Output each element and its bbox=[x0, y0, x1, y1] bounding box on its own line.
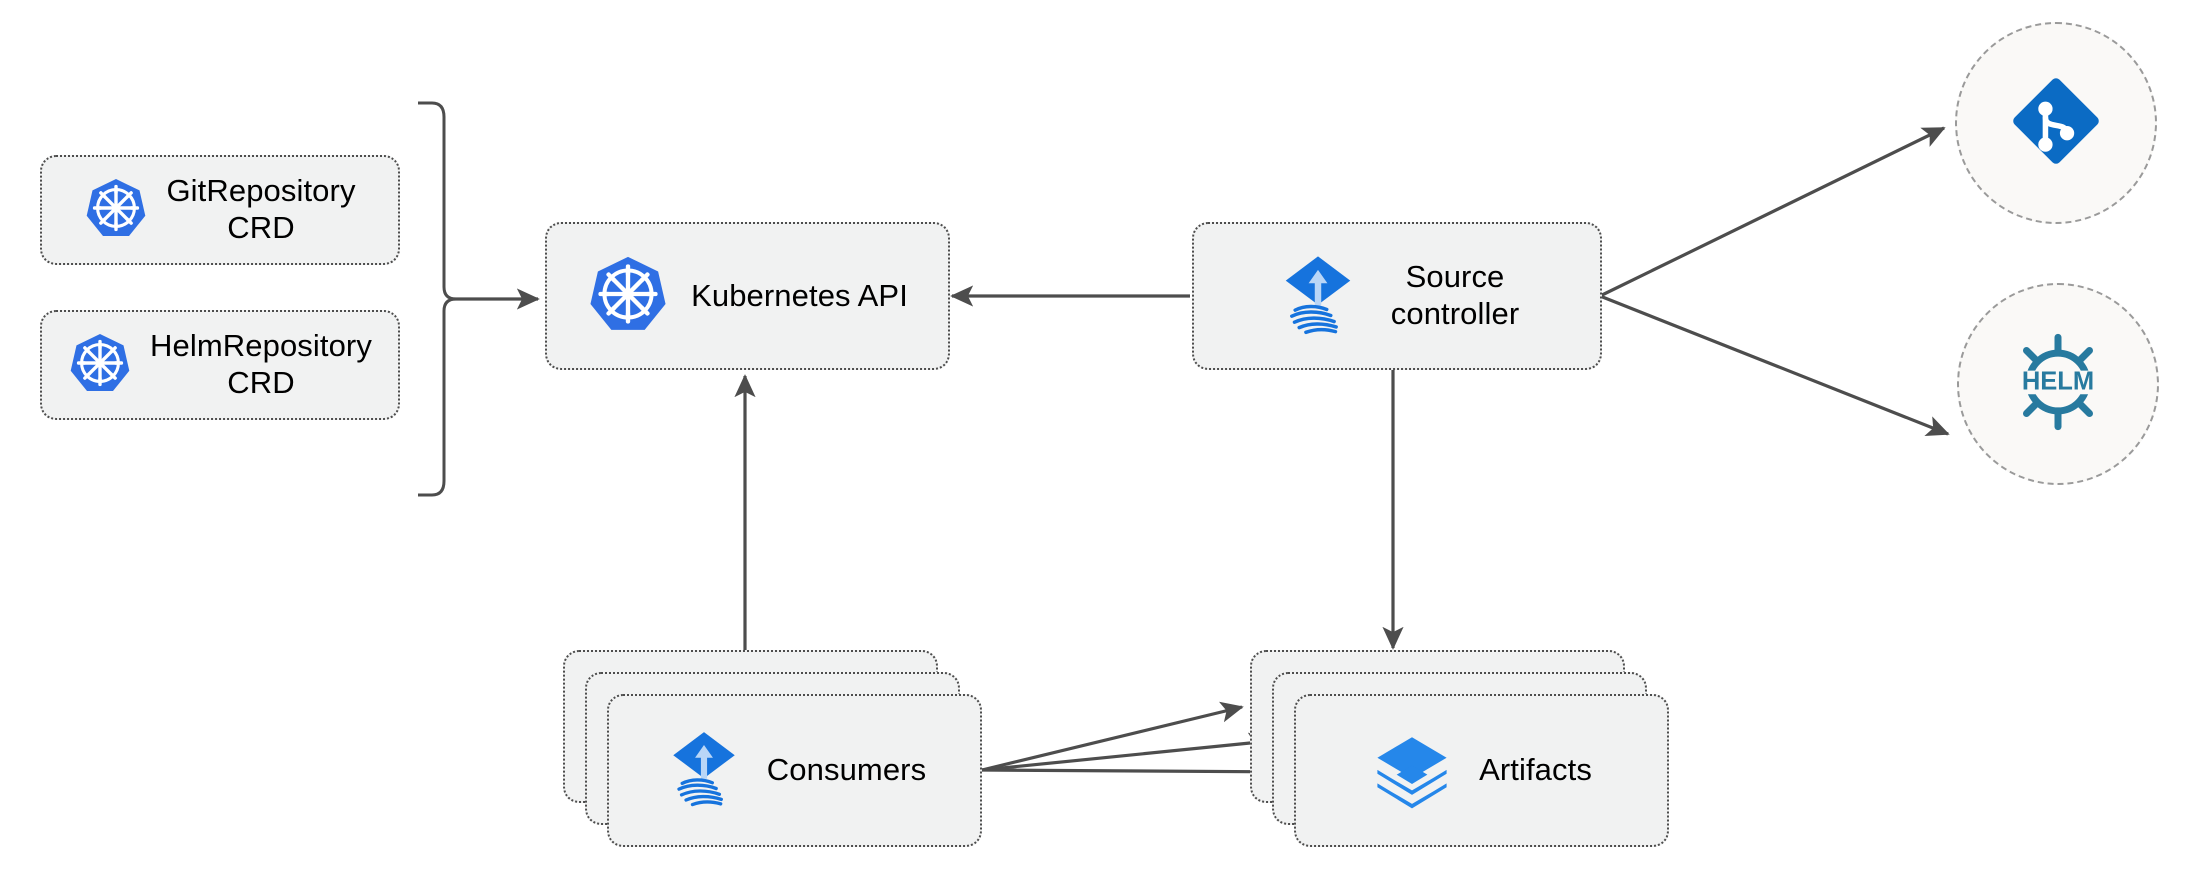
crd-bracket bbox=[418, 101, 457, 497]
layers-icon bbox=[1371, 727, 1453, 814]
node-label: Kubernetes API bbox=[691, 277, 908, 313]
helm-icon: HELM bbox=[2002, 326, 2114, 443]
flux-icon bbox=[1275, 251, 1361, 342]
git-icon bbox=[2004, 69, 2108, 178]
node-kubernetes-api[interactable]: Kubernetes API bbox=[545, 222, 950, 370]
node-label: Consumers bbox=[766, 752, 927, 788]
node-source-controller[interactable]: Source controller bbox=[1192, 222, 1602, 370]
node-consumers[interactable]: Consumers bbox=[563, 650, 983, 850]
node-git-source[interactable] bbox=[1955, 22, 2157, 224]
edge-source-controller-to-git bbox=[1599, 126, 1946, 298]
node-label: HelmRepository CRD bbox=[150, 328, 372, 400]
node-helm-source[interactable]: HELM bbox=[1957, 283, 2159, 485]
kubernetes-icon bbox=[84, 176, 148, 245]
flux-icon bbox=[663, 727, 745, 814]
edge-consumers-to-artifacts-2 bbox=[981, 732, 1272, 772]
kubernetes-icon bbox=[68, 331, 132, 400]
node-label: Source controller bbox=[1390, 259, 1520, 331]
node-helm-repository-crd[interactable]: HelmRepository CRD bbox=[40, 310, 400, 420]
edge-source-controller-to-helm bbox=[1599, 294, 1950, 437]
node-label: Artifacts bbox=[1479, 752, 1592, 788]
node-label: GitRepository CRD bbox=[166, 173, 356, 245]
consumers-card-front[interactable]: Consumers bbox=[607, 694, 982, 847]
node-git-repository-crd[interactable]: GitRepository CRD bbox=[40, 155, 400, 265]
helm-wordmark: HELM bbox=[2022, 367, 2094, 395]
edge-consumers-to-artifacts-1 bbox=[981, 701, 1244, 772]
kubernetes-icon bbox=[587, 253, 669, 340]
node-artifacts[interactable]: Artifacts bbox=[1250, 650, 1670, 850]
artifacts-card-front[interactable]: Artifacts bbox=[1294, 694, 1669, 847]
